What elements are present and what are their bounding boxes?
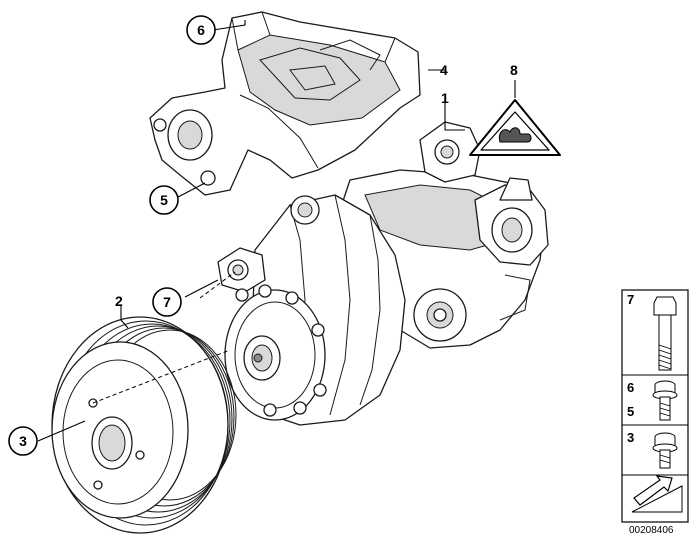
- callout-6: 6: [186, 15, 216, 45]
- flange-bolt-icon: [652, 380, 678, 421]
- legend-row-7-label: 7: [627, 292, 634, 307]
- callout-3: 3: [8, 426, 38, 456]
- callout-5-label: 5: [160, 192, 168, 208]
- arrow-symbol-icon: [631, 475, 683, 513]
- callout-5: 5: [149, 185, 179, 215]
- callout-7-label: 7: [163, 294, 171, 310]
- callout-8-label: 8: [510, 62, 518, 78]
- legend-row-3-label: 3: [627, 430, 634, 445]
- belt-pulley: [51, 316, 237, 534]
- callout-1-label: 1: [441, 90, 449, 106]
- fastener-legend: 7 6 5 3: [621, 289, 689, 523]
- short-bolt-icon: [652, 432, 678, 469]
- reference-number: 00208406: [629, 525, 674, 536]
- power-steering-pump: [217, 121, 549, 426]
- mounting-bracket: [149, 11, 421, 196]
- callout-4-label: 4: [440, 62, 448, 78]
- leader-lines: [37, 20, 516, 442]
- long-bolt-icon: [653, 296, 677, 371]
- callout-6-label: 6: [197, 22, 205, 38]
- legend-row-5-label: 5: [627, 404, 634, 419]
- callout-3-label: 3: [19, 433, 27, 449]
- legend-row-6-label: 6: [627, 380, 634, 395]
- callout-7: 7: [152, 287, 182, 317]
- caution-triangle-icon: [469, 99, 561, 156]
- callout-2-label: 2: [115, 293, 123, 309]
